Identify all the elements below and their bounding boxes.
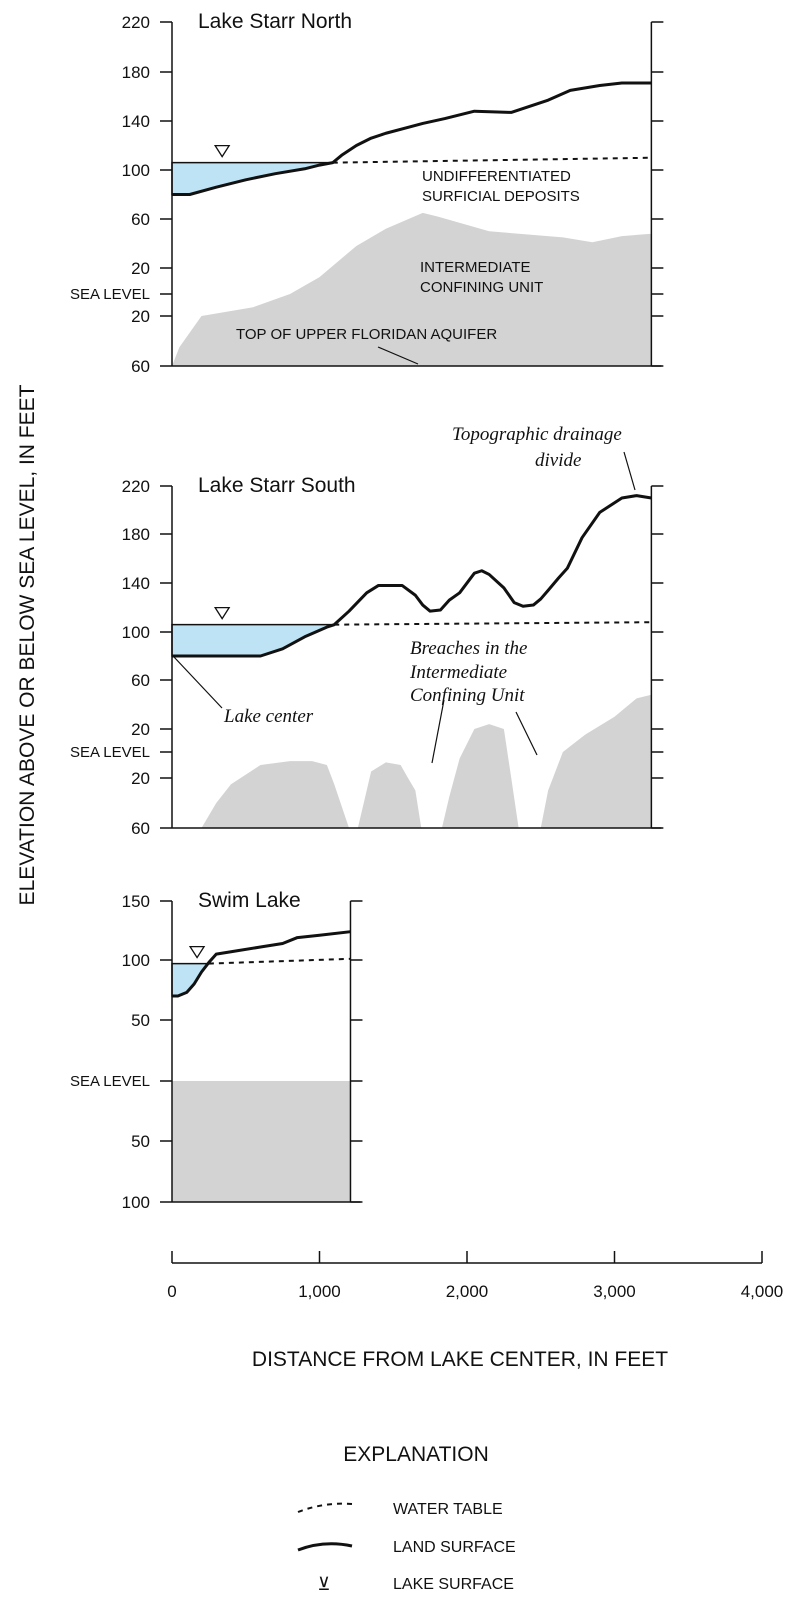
aquifer-top-area-0 bbox=[201, 761, 349, 828]
south-breach-leader-right bbox=[515, 711, 538, 756]
x-axis: 0 1,000 2,000 3,000 4,000 bbox=[167, 1251, 783, 1301]
panel-title: Lake Starr South bbox=[198, 474, 356, 497]
land-surface-line bbox=[172, 81, 652, 196]
legend-title: EXPLANATION bbox=[343, 1443, 488, 1466]
y-tick-label: 220 bbox=[122, 13, 150, 32]
y-tick-label: 100 bbox=[122, 623, 150, 642]
water-table-line bbox=[334, 621, 652, 626]
aquifer-top-area-1 bbox=[357, 762, 422, 828]
south-lake-center-label: Lake center bbox=[223, 706, 314, 727]
water-table-line bbox=[332, 156, 652, 164]
y-tick-label: SEA LEVEL bbox=[70, 1073, 150, 1090]
water-table-line bbox=[208, 957, 351, 965]
x-tick-label: 2,000 bbox=[446, 1282, 489, 1301]
north-ufa-leader bbox=[377, 346, 419, 365]
lake-water-area bbox=[171, 623, 335, 657]
x-tick-label: 1,000 bbox=[298, 1282, 341, 1301]
legend-lake-surface-icon: ⊻ bbox=[317, 1574, 330, 1594]
y-tick-label: SEA LEVEL bbox=[70, 744, 150, 761]
legend-land-surface-symbol bbox=[297, 1542, 353, 1552]
y-tick-label: 180 bbox=[122, 525, 150, 544]
panel-title: Lake Starr North bbox=[198, 10, 352, 33]
y-tick-label: 60 bbox=[131, 210, 150, 229]
y-axis-title: ELEVATION ABOVE OR BELOW SEA LEVEL, IN F… bbox=[16, 384, 39, 905]
x-tick-label: 4,000 bbox=[741, 1282, 784, 1301]
south-breach-label-1: Breaches in the bbox=[410, 638, 527, 659]
lake-surface-marker-icon bbox=[188, 945, 206, 959]
y-tick-label: 180 bbox=[122, 63, 150, 82]
y-tick-label: 100 bbox=[122, 951, 150, 970]
aquifer-top-area-2 bbox=[441, 724, 519, 828]
y-tick-label: 20 bbox=[131, 720, 150, 739]
north-ufa-label: TOP OF UPPER FLORIDAN AQUIFER bbox=[236, 326, 497, 343]
y-tick-label: 60 bbox=[131, 671, 150, 690]
y-tick-label: 20 bbox=[131, 769, 150, 788]
legend: EXPLANATION WATER TABLE LAND SURFACE ⊻ L… bbox=[297, 1443, 516, 1594]
y-tick-label: 150 bbox=[122, 892, 150, 911]
south-divide-label-1: Topographic drainage bbox=[452, 424, 622, 445]
y-tick-label: 220 bbox=[122, 477, 150, 496]
south-divide-label-2: divide bbox=[535, 450, 581, 471]
x-tick-label: 0 bbox=[167, 1282, 176, 1301]
north-surficial-label-2: SURFICIAL DEPOSITS bbox=[422, 188, 580, 205]
legend-water-table-symbol bbox=[297, 1502, 353, 1513]
y-tick-label: 100 bbox=[122, 161, 150, 180]
aquifer-top-area-0 bbox=[172, 1081, 351, 1202]
south-breach-leader-left bbox=[431, 699, 445, 764]
north-icu-label-1: INTERMEDIATE bbox=[420, 259, 531, 276]
north-surficial-label-1: UNDIFFERENTIATED bbox=[422, 168, 571, 185]
y-tick-label: 100 bbox=[122, 1193, 150, 1212]
south-breach-label-3: Confining Unit bbox=[410, 685, 525, 706]
south-divide-leader bbox=[623, 451, 636, 491]
legend-lake-surface-label: LAKE SURFACE bbox=[393, 1576, 514, 1593]
y-tick-label: 50 bbox=[131, 1132, 150, 1151]
south-lake-center-leader bbox=[173, 656, 223, 709]
aquifer-top-area-0 bbox=[172, 212, 652, 366]
lake-surface-marker-icon bbox=[213, 145, 231, 158]
y-tick-label: 60 bbox=[131, 819, 150, 838]
legend-land-surface-label: LAND SURFACE bbox=[393, 1539, 516, 1556]
panel-title: Swim Lake bbox=[198, 889, 301, 912]
y-tick-label: 20 bbox=[131, 307, 150, 326]
land-surface-line bbox=[172, 494, 652, 658]
land-surface-line bbox=[172, 930, 351, 998]
x-tick-label: 3,000 bbox=[593, 1282, 636, 1301]
y-tick-label: 60 bbox=[131, 357, 150, 376]
lake-surface-marker-icon bbox=[213, 607, 231, 620]
y-tick-label: 140 bbox=[122, 112, 150, 131]
y-tick-label: 50 bbox=[131, 1011, 150, 1030]
y-tick-label: SEA LEVEL bbox=[70, 286, 150, 303]
aquifer-top-area-3 bbox=[540, 694, 652, 828]
y-tick-label: 20 bbox=[131, 259, 150, 278]
legend-water-table-label: WATER TABLE bbox=[393, 1501, 503, 1518]
south-breach-label-2: Intermediate bbox=[409, 662, 507, 683]
y-tick-label: 140 bbox=[122, 574, 150, 593]
north-icu-label-2: CONFINING UNIT bbox=[420, 279, 543, 296]
x-axis-title: DISTANCE FROM LAKE CENTER, IN FEET bbox=[252, 1348, 668, 1371]
